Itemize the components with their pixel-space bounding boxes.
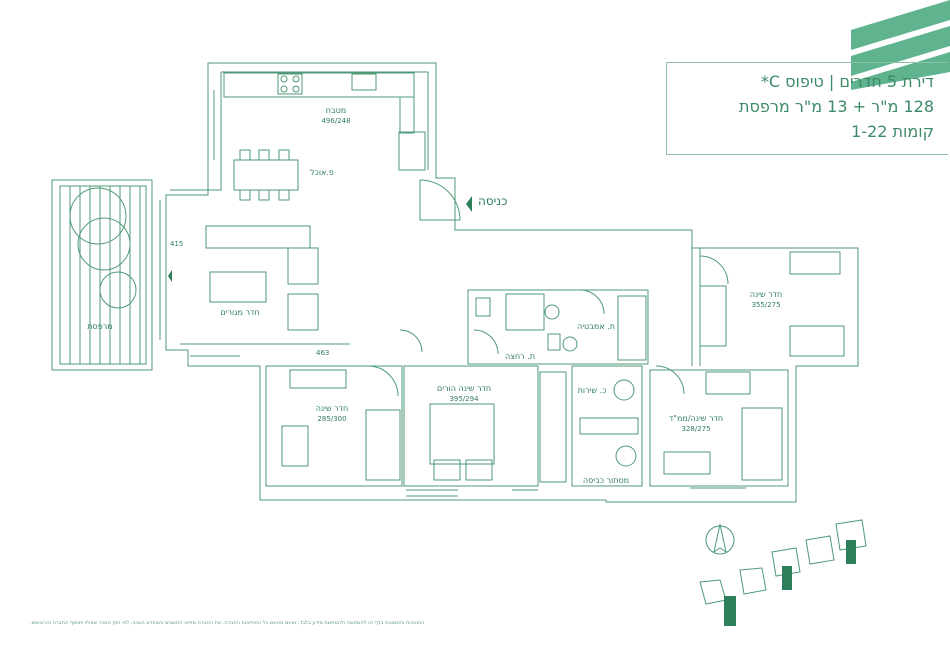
apartment-title-box: דירת 5 חדרים | טיפוס C* 128 מ"ר + 13 מ"ר… xyxy=(666,62,948,155)
dimension-463: 463 xyxy=(316,349,330,357)
entrance-label: כניסה xyxy=(478,194,508,208)
stove xyxy=(277,73,303,95)
disclaimer-text: התוכניות והתמונות בדף זה להמחשה ולהמחשת … xyxy=(30,620,425,626)
dining-table xyxy=(233,159,299,191)
apartment-floors: קומות 1-22 xyxy=(851,122,934,141)
shower-label: ת. רחצה xyxy=(504,352,536,361)
dining-label: פ.אוכל xyxy=(310,168,334,177)
bedroom-w xyxy=(265,365,403,487)
kitchen-counter-side xyxy=(399,96,415,134)
bed-safe xyxy=(741,407,783,481)
entrance-arrow-icon xyxy=(466,196,472,212)
bathtub xyxy=(617,295,647,361)
dimension-415: 415 xyxy=(170,240,184,248)
balcony-label: מרפסת xyxy=(87,322,113,331)
brand-stripes xyxy=(851,0,950,90)
service-room xyxy=(571,365,643,487)
compass xyxy=(705,525,735,555)
master-bed xyxy=(429,403,495,465)
bed-w xyxy=(365,409,401,481)
desk-ne xyxy=(789,251,841,275)
key-plan-highlight xyxy=(724,596,736,626)
apartment-type-title: דירת 5 חדרים | טיפוס C* xyxy=(760,72,934,91)
entrance-door xyxy=(419,179,461,221)
balcony-table xyxy=(99,271,137,309)
kitchen-sink xyxy=(351,73,377,91)
apartment-area: 128 מ"ר + 13 מ"ר מרפסת xyxy=(738,97,934,116)
bathroom-label: ת. אמבטיה xyxy=(577,322,615,331)
entry-storage-label: מסתור כביסה xyxy=(582,476,630,485)
outer-wall xyxy=(165,62,859,503)
balcony-outline xyxy=(51,179,153,371)
living-label: חדר מגורים xyxy=(220,308,260,317)
fridge xyxy=(398,131,426,171)
service-label: כ. שירות xyxy=(577,386,607,395)
bath-area xyxy=(467,289,649,365)
safe-room xyxy=(649,369,789,487)
coffee-table xyxy=(209,271,267,303)
sofa xyxy=(205,225,311,249)
bed-ne xyxy=(789,325,845,357)
key-plan xyxy=(699,519,867,605)
balcony-arrow-icon xyxy=(168,270,172,282)
kitchen-counter xyxy=(223,72,415,98)
inner-wall xyxy=(170,71,429,191)
